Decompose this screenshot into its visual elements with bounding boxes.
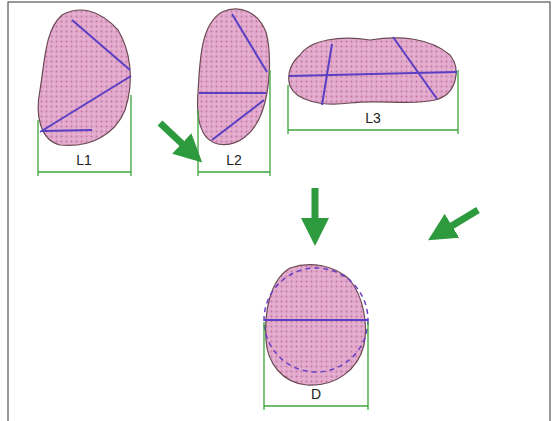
dimension-label: D <box>309 386 323 402</box>
equivalent-particle <box>264 265 368 410</box>
particle-two <box>198 9 270 176</box>
dimension-label: L2 <box>224 152 244 168</box>
frame <box>8 2 550 421</box>
particle-three <box>288 37 458 134</box>
dimension-label: L3 <box>363 110 383 126</box>
green-arrows <box>160 123 478 233</box>
particle-one <box>38 10 131 176</box>
dimension-label: L1 <box>74 152 94 168</box>
